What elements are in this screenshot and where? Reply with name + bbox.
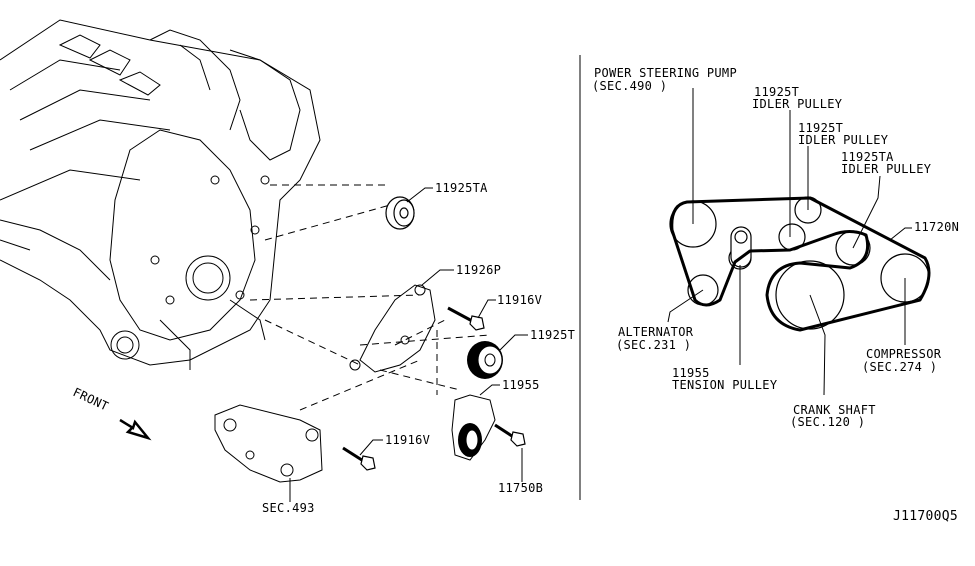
label-alternator: ALTERNATOR (618, 325, 694, 339)
drive-belt-11720N (670, 196, 931, 332)
label-crankshaft: CRANK SHAFT (793, 403, 876, 417)
label-idler2-name: IDLER PULLEY (798, 133, 889, 147)
label-idler3-name: IDLER PULLEY (841, 162, 932, 176)
label-alternator-sec: (SEC.231 ) (616, 338, 691, 352)
label-idler1-part: 11925T (754, 85, 799, 99)
label-belt-11720N: 11720N (914, 220, 959, 234)
idler-pulley-11925T-part (467, 341, 503, 379)
idler-pulley-11925TA-part (385, 196, 415, 230)
label-11916V-upper: 11916V (497, 293, 542, 307)
label-sec493: SEC.493 (262, 501, 315, 515)
mount-bracket-sec493-part (214, 404, 323, 483)
label-idler1-name: IDLER PULLEY (752, 97, 843, 111)
bolt-11916V-lower-part (342, 446, 376, 471)
bolt-11750B-part (494, 423, 526, 447)
label-tension-part: 11955 (672, 366, 710, 380)
label-idler3-part: 11925TA (841, 150, 894, 164)
label-11955: 11955 (502, 378, 540, 392)
label-compressor: COMPRESSOR (866, 347, 942, 361)
label-11750B: 11750B (498, 481, 543, 495)
label-idler2-part: 11925T (798, 121, 843, 135)
front-arrow-icon (119, 418, 152, 441)
belt-routing-diagram (669, 196, 931, 332)
bolt-11916V-upper-part (447, 306, 485, 331)
label-crankshaft-sec: (SEC.120 ) (790, 415, 865, 429)
label-11925T: 11925T (530, 328, 575, 342)
front-label: FRONT (71, 385, 111, 414)
tension-pulley-11955-part (451, 394, 496, 461)
label-tension-name: TENSION PULLEY (672, 378, 778, 392)
label-11926P: 11926P (456, 263, 501, 277)
left-leader-lines (289, 187, 528, 502)
right-leader-lines (667, 88, 912, 396)
label-11916V-lower: 11916V (385, 433, 430, 447)
label-compressor-sec: (SEC.274 ) (862, 360, 937, 374)
label-11925TA: 11925TA (435, 181, 488, 195)
bracket-11926P-part (349, 284, 436, 373)
label-power-steering-pump: POWER STEERING PUMP (594, 66, 737, 80)
engine-block-illustration (0, 19, 321, 370)
assembly-dashed-lines (249, 184, 491, 411)
label-power-steering-sec: (SEC.490 ) (592, 79, 667, 93)
diagram-code: J11700Q5 (893, 509, 958, 524)
